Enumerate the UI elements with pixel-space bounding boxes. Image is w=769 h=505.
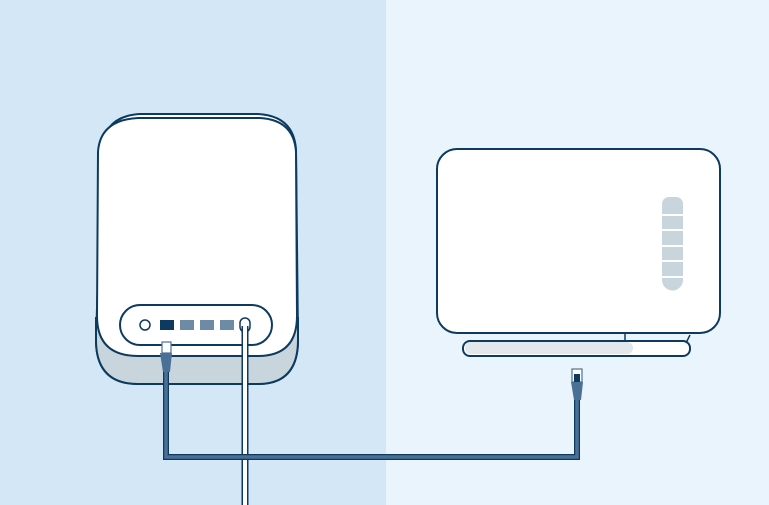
indicator-light-icon	[662, 231, 683, 245]
router-body	[95, 117, 299, 357]
router-port-panel	[119, 304, 273, 346]
router	[94, 113, 300, 385]
modem-indicator-lights	[662, 197, 683, 291]
indicator-light-icon	[662, 247, 683, 260]
indicator-light-icon	[662, 278, 683, 291]
reset-button-icon[interactable]	[139, 319, 151, 331]
modem-stand-connector	[624, 333, 691, 344]
ethernet-plug-modem-icon	[571, 368, 583, 400]
indicator-light-icon	[662, 206, 683, 214]
ethernet-cable-fill	[164, 360, 579, 459]
modem	[436, 148, 721, 357]
modem-stand-shade	[465, 342, 633, 354]
ethernet-port-2[interactable]	[180, 320, 194, 330]
ethernet-port-4[interactable]	[220, 320, 234, 330]
modem-body	[436, 148, 721, 334]
ethernet-plug-router-icon	[160, 341, 172, 372]
indicator-light-icon	[662, 216, 683, 229]
indicator-light-icon	[662, 262, 683, 276]
ethernet-port-1[interactable]	[160, 320, 174, 330]
ethernet-port-3[interactable]	[200, 320, 214, 330]
